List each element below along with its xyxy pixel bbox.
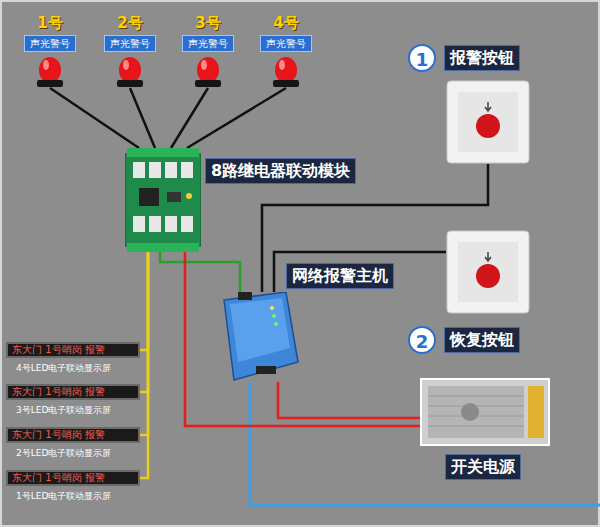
led-display: 东大门 1号哨岗 报警4号LED电子联动显示屏 xyxy=(6,342,140,358)
display-text: 东大门 1号哨岗 报警 xyxy=(8,386,138,398)
relay-picture xyxy=(125,148,201,252)
lamp-number: 3号 xyxy=(195,14,220,32)
button-picture xyxy=(446,80,530,164)
display-label: 4号LED电子联动显示屏 xyxy=(16,363,111,374)
host-label: 网络报警主机 xyxy=(286,263,394,289)
lamp-name: 声光警号 xyxy=(24,35,76,52)
wire-connector xyxy=(50,88,139,148)
lamp-icon xyxy=(114,54,146,88)
lamp-number: 4号 xyxy=(273,14,298,32)
wire-connector xyxy=(185,252,420,426)
power-supply: 开关电源 xyxy=(420,378,550,446)
alarm-lamp: 4号声光警号 xyxy=(250,14,322,88)
lamp-name: 声光警号 xyxy=(260,35,312,52)
display-text: 东大门 1号哨岗 报警 xyxy=(8,344,138,356)
lamp-icon xyxy=(34,54,66,88)
display-text: 东大门 1号哨岗 报警 xyxy=(8,472,138,484)
alarm-lamp: 3号声光警号 xyxy=(172,14,244,88)
led-display: 东大门 1号哨岗 报警2号LED电子联动显示屏 xyxy=(6,427,140,443)
display-label: 2号LED电子联动显示屏 xyxy=(16,448,111,459)
alarm-host: 网络报警主机 xyxy=(216,292,300,382)
lamp-name: 声光警号 xyxy=(104,35,156,52)
wire-connector xyxy=(140,252,148,478)
host-picture xyxy=(216,292,300,382)
relay-module: 8路继电器联动模块 xyxy=(125,148,201,252)
wire-connector xyxy=(160,252,240,292)
wire-connector xyxy=(187,88,286,148)
power-picture xyxy=(420,378,550,446)
module-label: 8路继电器联动模块 xyxy=(205,158,356,184)
alarm-lamp: 2号声光警号 xyxy=(94,14,166,88)
wire-connector xyxy=(130,88,155,148)
wire-connector xyxy=(278,382,420,418)
led-display: 东大门 1号哨岗 报警1号LED电子联动显示屏 xyxy=(6,470,140,486)
button-picture xyxy=(446,230,530,314)
led-display: 东大门 1号哨岗 报警3号LED电子联动显示屏 xyxy=(6,384,140,400)
alarm-lamp: 1号声光警号 xyxy=(14,14,86,88)
display-label: 3号LED电子联动显示屏 xyxy=(16,405,111,416)
lamp-number: 1号 xyxy=(37,14,62,32)
callout-number: 2 xyxy=(408,326,436,354)
power-label: 开关电源 xyxy=(445,454,521,480)
callout-number: 1 xyxy=(408,44,436,72)
button-label: 恢复按钮 xyxy=(444,327,520,353)
lamp-icon xyxy=(270,54,302,88)
push-button: 1报警按钮 xyxy=(446,80,530,164)
lamp-name: 声光警号 xyxy=(182,35,234,52)
push-button: 2恢复按钮 xyxy=(446,230,530,314)
display-text: 东大门 1号哨岗 报警 xyxy=(8,429,138,441)
display-label: 1号LED电子联动显示屏 xyxy=(16,491,111,502)
lamp-number: 2号 xyxy=(117,14,142,32)
wire-connector xyxy=(274,252,446,292)
lamp-icon xyxy=(192,54,224,88)
button-label: 报警按钮 xyxy=(444,45,520,71)
